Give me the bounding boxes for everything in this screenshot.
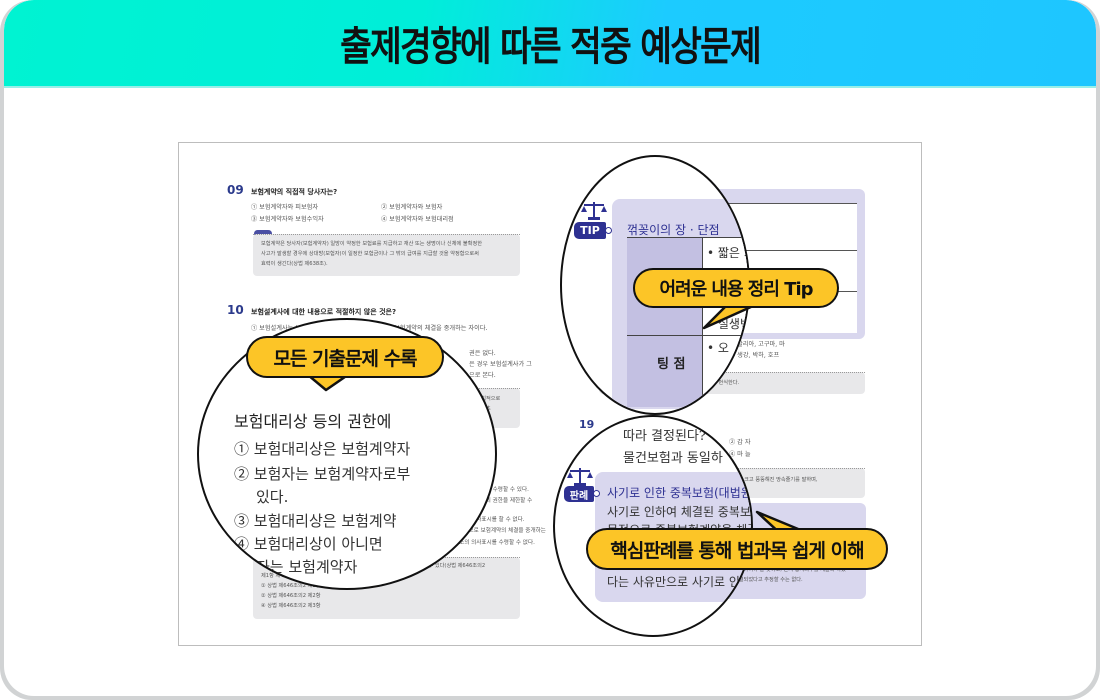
callout-tip: 어려운 내용 정리 Tip [633,268,839,308]
explanation-badge [254,230,268,237]
magnifier-precedent: 따라 결정된다? 물건보험과 동일하 사기로 인한 중복보험(대법원 2 사기로… [553,415,753,637]
question-10-number: 10 [227,303,244,317]
callout-exam: 모든 기출문제 수록 [246,336,444,378]
tip-title: 꺾꽂이의 장 · 단점 [627,223,720,237]
tip-tag: TIP [574,222,606,239]
tip-tag-connector [605,227,612,234]
scale-icon [567,468,593,486]
question-9-option: ① 보험계약자와 피보험자 [251,204,319,211]
question-11-option: 한 취소의 의사표시를 수령할 수 없다. [447,540,535,546]
header-title: 출제경향에 따른 적중 예상문제 [340,24,762,70]
explanation-badge-dot [265,230,272,237]
callout-precedent: 핵심판례를 통해 법과목 쉽게 이해 [586,528,888,570]
question-19-option: ② 감 자 [729,439,751,446]
precedent-title: 사기로 인한 중복보험(대법원 2 [607,486,753,500]
question-9-option: ④ 보험계약자와 보험대리점 [381,216,454,223]
magnifier-heading: 보험대리상 등의 권한에 [234,412,392,431]
question-11-option: 하여 계속적으로 보험계약의 체결을 중개하는 [441,528,546,534]
question-10-option: 은 경우 보험설계사가 그 [469,361,532,368]
question-9-title: 보험계약의 직접적 당사자는? [251,188,338,196]
question-18-option: ④ 생강, 박하, 호프 [729,352,780,359]
question-11-option: 한 해지의 의사표시를 할 수 없다. [447,517,525,523]
precedent-tag: 판례 [564,486,594,502]
question-9-option: ② 보험계약자와 보험자 [381,204,443,211]
precedent-tag-connector [593,490,600,497]
header-divider [4,86,1096,88]
question-10-option: 으로 본다. [469,372,496,379]
question-18-option: ② 달리아, 고구마, 마 [729,341,785,348]
question-19-option: ④ 마 늘 [729,451,751,458]
question-9-explanation: 보험계약은 당사자(보험계약자) 일방이 약정한 보험료를 지급하고 재산 또는… [253,234,520,276]
question-9-option: ③ 보험계약자와 보험수익자 [251,216,324,223]
scale-icon [581,202,607,220]
header-banner: 출제경향에 따른 적중 예상문제 [4,0,1096,86]
question-9-number: 09 [227,183,244,197]
question-10-option: 권은 없다. [469,350,496,357]
question-10-title: 보험설계사에 대한 내용으로 적절하지 않은 것은? [251,308,397,316]
question-19-number: 19 [579,418,595,431]
